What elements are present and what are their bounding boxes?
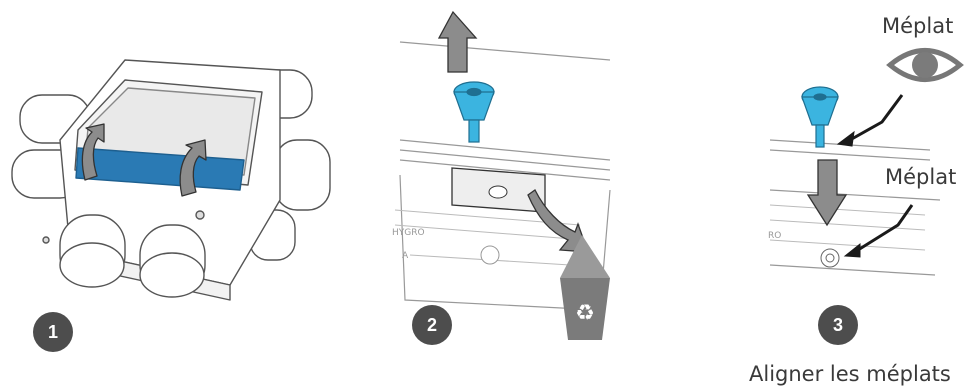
step-badge-1: 1 [33, 312, 73, 352]
svg-text:HYGRO: HYGRO [392, 228, 425, 238]
nozzle-cyan [454, 82, 494, 142]
svg-text:A: A [402, 251, 409, 261]
step-badge-3: 3 [818, 305, 858, 345]
flat-label-bottom: Méplat [885, 165, 956, 189]
svg-text:♻: ♻ [575, 301, 595, 326]
step-3-panel: RO Méplat Méplat 3 Aligner les méplats [730, 0, 973, 389]
nozzle-removal-illustration: HYGRO A ♻ [370, 0, 640, 389]
eye-icon [890, 51, 960, 80]
svg-text:RO: RO [768, 231, 781, 241]
step-badge-2: 2 [412, 305, 452, 345]
step-2-panel: HYGRO A ♻ 2 [370, 0, 640, 389]
duct-right [275, 140, 330, 210]
up-arrow-icon [439, 12, 476, 72]
pointer-arrow-icon-top [850, 95, 902, 140]
align-caption: Aligner les méplats [749, 362, 951, 386]
flat-label-top: Méplat [882, 14, 953, 38]
step-1-panel: 1 [0, 0, 330, 389]
nozzle-cyan-aligned [802, 87, 838, 147]
